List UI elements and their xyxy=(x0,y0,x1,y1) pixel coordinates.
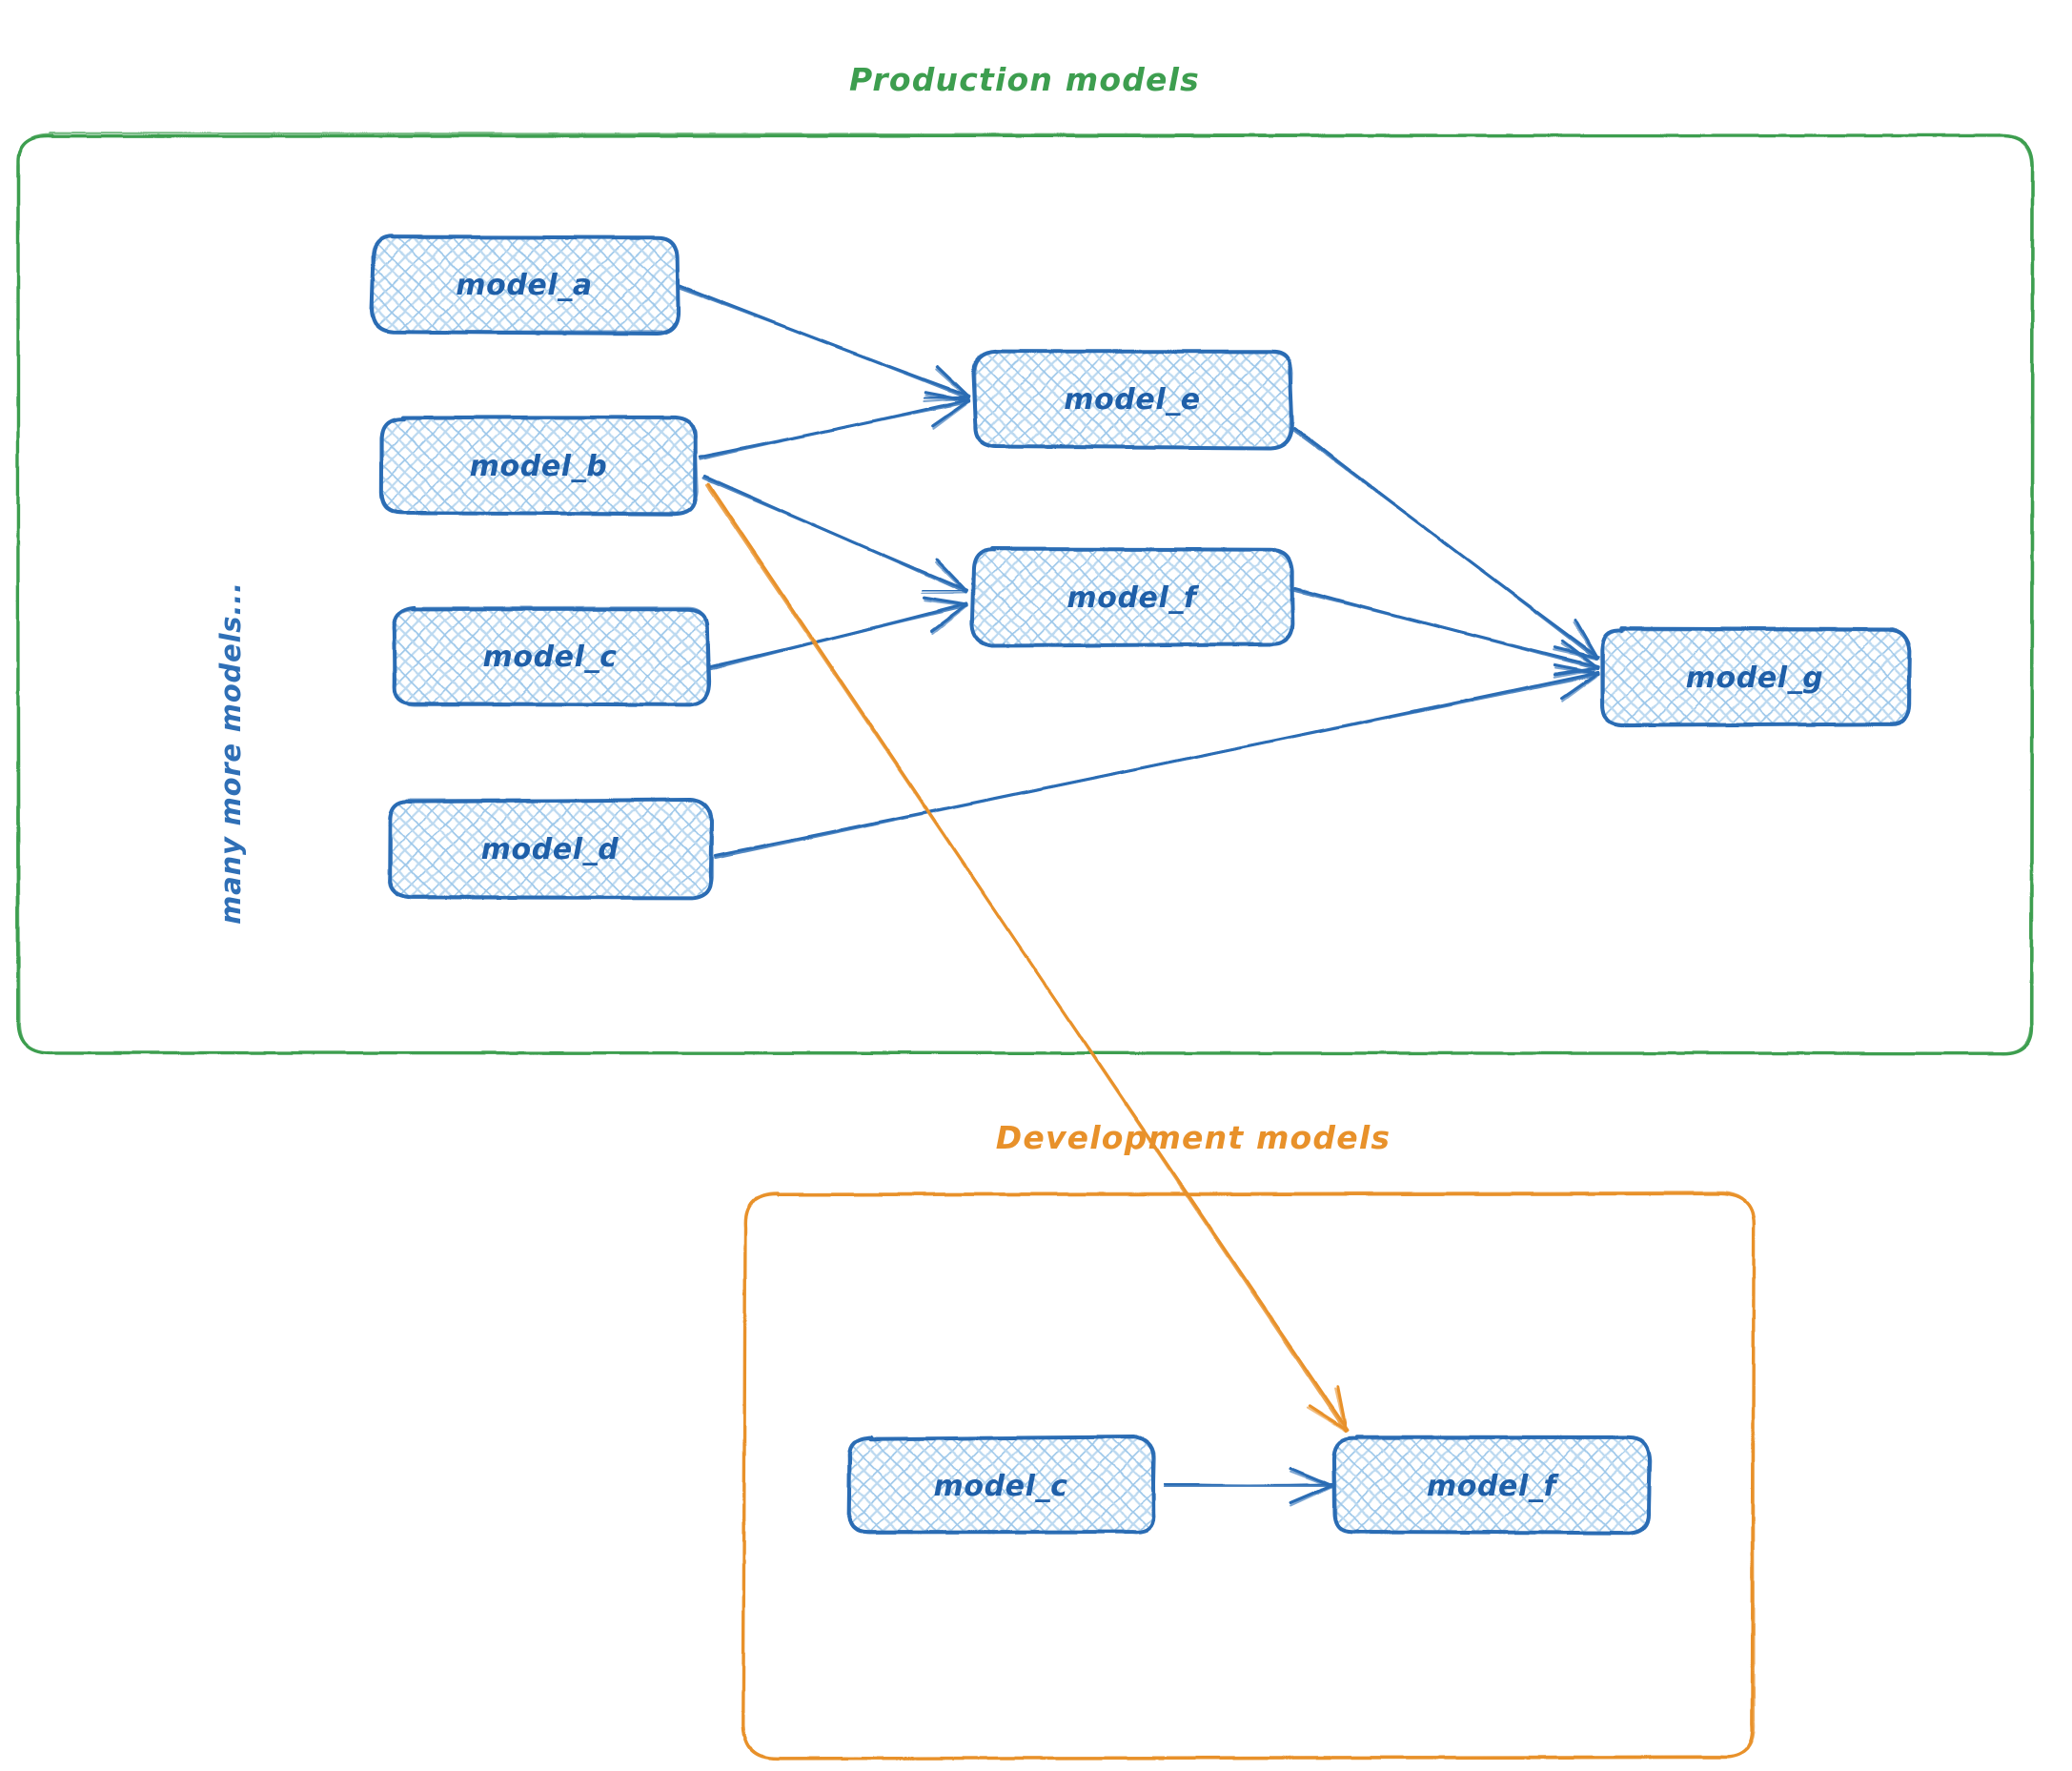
nodes-layer: model_a model_b model_c model_d model_emodel… xyxy=(372,235,1910,1533)
node-prod_e[interactable]: model_e xyxy=(972,350,1291,447)
node-prod_c[interactable]: model_c xyxy=(393,607,708,705)
edges-layer xyxy=(679,285,1598,1505)
node-label: model_f xyxy=(1066,581,1200,615)
production-models-title: Production models xyxy=(849,61,1200,98)
node-prod_g[interactable]: model_g xyxy=(1600,628,1909,725)
node-prod_b[interactable]: model_b xyxy=(380,417,698,514)
node-label: model_b xyxy=(470,450,608,483)
arrowhead-barb xyxy=(1290,1485,1331,1502)
development-models-title: Development models xyxy=(996,1119,1391,1156)
edge-prod_b-to-prod_e[interactable] xyxy=(700,392,969,458)
node-prod_d[interactable]: model_d xyxy=(388,800,712,898)
node-label: model_f xyxy=(1427,1470,1560,1503)
node-prod_f[interactable]: model_f xyxy=(971,548,1292,645)
edge-line xyxy=(1294,590,1597,668)
arrowhead-barb-overdraw xyxy=(922,592,966,593)
edge-dev_c-to-dev_f[interactable] xyxy=(1165,1468,1331,1505)
node-label: model_d xyxy=(481,833,620,866)
edge-line xyxy=(679,287,968,397)
edge-line xyxy=(1293,430,1596,659)
arrowhead-barb-overdraw xyxy=(935,561,965,592)
node-label: model_c xyxy=(483,641,618,674)
many-more-models-label: many more models... xyxy=(214,581,247,925)
edge-line xyxy=(1165,1485,1331,1486)
edge-prod_e-to-prod_g[interactable] xyxy=(1293,428,1597,659)
arrowhead-barb xyxy=(1290,1468,1331,1485)
edge-prod_c-to-prod_f[interactable] xyxy=(711,598,967,668)
node-dev_f[interactable]: model_f xyxy=(1333,1436,1650,1533)
edge-prod_a-to-prod_e[interactable] xyxy=(679,285,969,400)
node-prod_a[interactable]: model_a xyxy=(372,235,679,333)
arrowhead-barb-overdraw xyxy=(1290,1487,1331,1505)
node-label: model_c xyxy=(934,1470,1068,1503)
edge-prod_f-to-prod_g[interactable] xyxy=(1294,588,1598,677)
edge-line xyxy=(715,674,1597,857)
edge-line xyxy=(711,605,966,668)
node-label: model_g xyxy=(1686,662,1824,695)
node-label: model_e xyxy=(1064,383,1201,417)
node-dev_c[interactable]: model_c xyxy=(847,1436,1154,1533)
edge-line xyxy=(700,401,968,458)
node-label: model_a xyxy=(456,269,592,302)
